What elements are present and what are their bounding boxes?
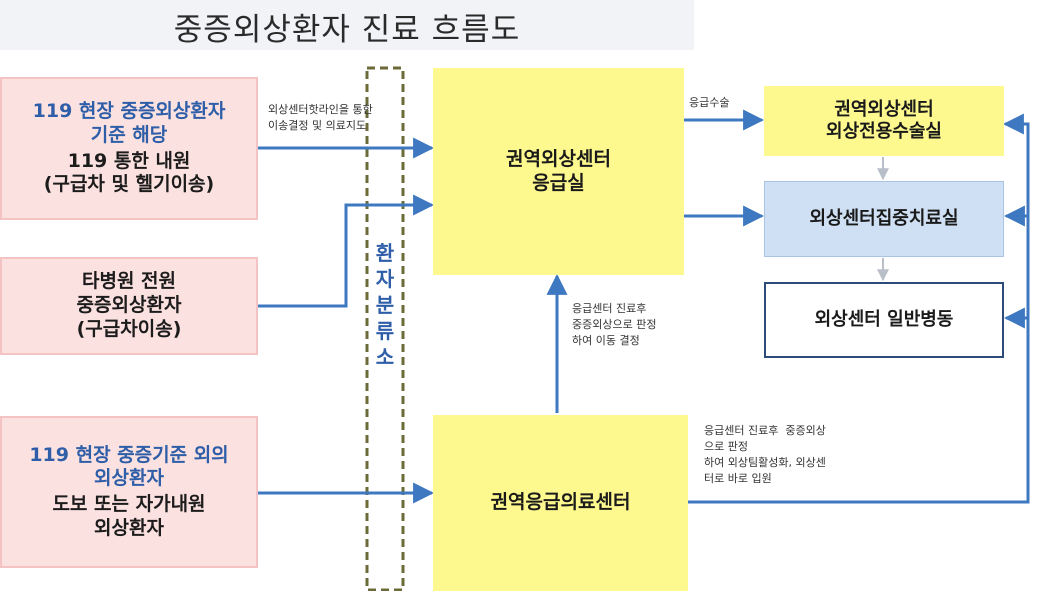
triage-char: 류 [375, 319, 395, 343]
source3-line: 119 현장 중증기준 외의 [29, 443, 229, 466]
triage-char: 자 [375, 267, 395, 291]
triage-char: 환 [375, 241, 395, 265]
source1-line: 기준 해당 [90, 123, 168, 146]
source1-line: 119 현장 중증외상환자 [32, 100, 226, 122]
source-box-transfer: 타병원 전원 중증외상환자 (구급차이송) [0, 257, 258, 355]
ward-box: 외상센터 일반병동 [764, 282, 1004, 358]
note-surgery: 응급수술 [689, 96, 730, 109]
triage-char: 분 [375, 293, 395, 317]
arrow-ec-bus [688, 113, 1030, 504]
er-line: 응급실 [532, 171, 585, 194]
icu-label: 외상센터집중치료실 [809, 207, 959, 229]
source2-line: 타병원 전원 [81, 270, 176, 293]
page-title: 중증외상환자 진료 흐름도 [173, 12, 521, 48]
note-hotline: 외상센터핫라인을 통한 이송결정 및 의료지도 [268, 103, 373, 132]
ward-label: 외상센터 일반병동 [814, 308, 954, 330]
source3-line: 외상환자 [94, 516, 164, 539]
source3-line: 도보 또는 자가내원 [52, 493, 206, 515]
source3-line: 외상환자 [94, 467, 164, 490]
triage-box-outline [365, 66, 405, 591]
or-box: 권역외상센터 외상전용수술실 [764, 86, 1004, 156]
er-box: 권역외상센터 응급실 [433, 68, 684, 275]
regional-ec-box: 권역응급의료센터 [433, 415, 688, 591]
icu-box: 외상센터집중치료실 [764, 181, 1004, 257]
title-band [0, 0, 694, 50]
source-box-walkin: 119 현장 중증기준 외의 외상환자 도보 또는 자가내원 외상환자 [0, 416, 258, 568]
source1-line: 119 통한 내원 [67, 149, 191, 172]
note-transfer: 응급센터 진료후 중증외상으로 판정 하여 이동 결정 [572, 302, 657, 347]
source-box-119-severe: 119 현장 중증외상환자 기준 해당 119 통한 내원 (구급차 및 헬기이… [0, 77, 258, 220]
source2-line: 중증외상환자 [76, 294, 182, 317]
note-direct: 응급센터 진료후 중증외상 으로 판정 하여 외상팀활성화, 외상센 터로 바로… [704, 424, 826, 485]
source1-line: (구급차 및 헬기이송) [43, 173, 215, 196]
or-line: 외상전용수술실 [826, 121, 942, 142]
er-line: 권역외상센터 [506, 147, 611, 170]
arrow-source2-er [258, 194, 435, 308]
triage-char: 소 [375, 345, 395, 369]
source2-line: (구급차이송) [76, 317, 182, 340]
triage-label: 환 자 분 류 소 [367, 240, 403, 370]
or-line: 권역외상센터 [834, 98, 934, 120]
regional-ec-label: 권역응급의료센터 [490, 491, 631, 514]
